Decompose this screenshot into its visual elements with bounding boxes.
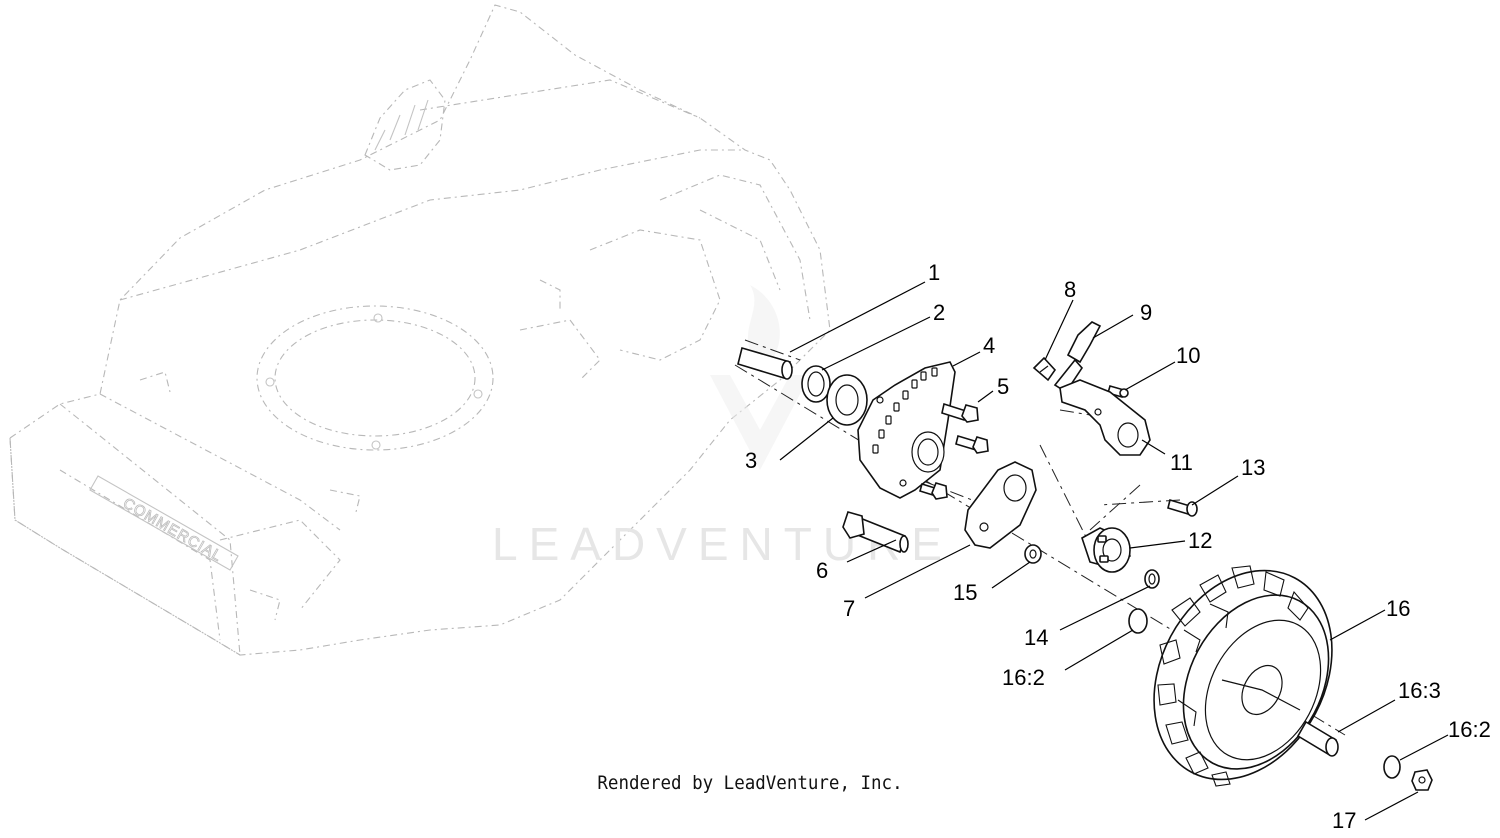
part-bushing	[1081, 527, 1132, 573]
part-adjust-lever	[1053, 321, 1102, 394]
callout-1: 1	[928, 260, 940, 285]
part-spacer-tube	[737, 346, 793, 380]
callout-2: 2	[933, 300, 945, 325]
part-flat-washer	[1024, 544, 1042, 564]
callout-12: 12	[1188, 528, 1212, 553]
callout-8: 8	[1064, 277, 1076, 302]
part-height-adjust-plate	[857, 361, 956, 499]
part-screws	[919, 402, 989, 500]
callout-16-2-inner: 16:2	[1002, 665, 1045, 690]
part-clip-ring	[1144, 569, 1160, 589]
callout-5: 5	[997, 374, 1009, 399]
part-wheel-washer-inner	[1128, 608, 1148, 634]
callout-7: 7	[843, 596, 855, 621]
part-shoulder-bolt	[842, 511, 909, 554]
callout-15: 15	[953, 580, 977, 605]
part-lever-bracket	[1059, 379, 1151, 456]
part-detent-spring	[1032, 356, 1057, 382]
part-axle-sleeve	[1296, 720, 1339, 757]
callout-3: 3	[745, 448, 757, 473]
callout-13: 13	[1241, 455, 1265, 480]
render-credit: Rendered by LeadVenture, Inc.	[597, 772, 903, 794]
callout-9: 9	[1140, 300, 1152, 325]
leader-lines	[779, 281, 1449, 821]
wheel-tread-pattern	[1157, 565, 1309, 787]
watermark-logo-icon	[710, 285, 810, 470]
callout-16-3: 16:3	[1398, 678, 1441, 703]
callout-16: 16	[1386, 596, 1410, 621]
part-bearing-washer	[826, 374, 868, 426]
callout-6: 6	[816, 558, 828, 583]
callout-17: 17	[1332, 808, 1356, 833]
part-wheel-washer-outer	[1383, 755, 1401, 779]
callout-16-2-outer: 16:2	[1448, 717, 1491, 742]
callout-labels: 1 2 3 4 5 6 7 8 9 10 11 12 13 14 15 16 1…	[745, 260, 1491, 833]
part-pivot-arm	[964, 461, 1037, 549]
part-wheel	[1153, 565, 1333, 787]
callout-14: 14	[1024, 625, 1048, 650]
deck-brand-text: COMMERCIAL	[120, 495, 225, 566]
callout-10: 10	[1176, 343, 1200, 368]
callout-4: 4	[983, 333, 995, 358]
part-retaining-ring	[801, 365, 831, 403]
part-wheel-nut	[1411, 769, 1433, 791]
part-bracket-screw	[1167, 498, 1198, 517]
callout-11: 11	[1170, 450, 1193, 475]
